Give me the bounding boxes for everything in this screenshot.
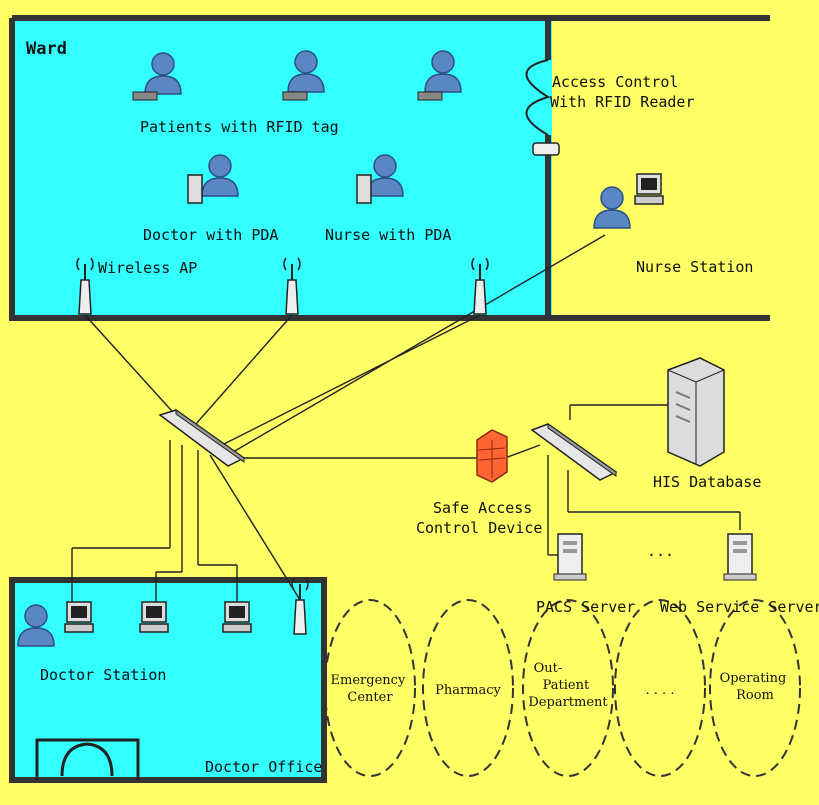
web-service-server-label: Web Service Server [660,598,819,616]
pacs-server-label: PACS Server [536,598,635,616]
patients-label: Patients with RFID tag [140,118,339,136]
rfid-tag-icon [133,92,157,100]
ward-title: Ward [26,39,67,59]
doctor-station-pc-icon [140,602,168,632]
doctor-office-title: Doctor Office [205,758,322,776]
pacs-server-icon [554,534,586,580]
department-pharmacy-label: Pharmacy [435,683,501,698]
pda-icon [188,175,202,203]
firewall-icon [477,430,507,482]
doctor-label: Doctor with PDA [143,226,278,244]
nurse-label: Nurse with PDA [325,226,451,244]
access-control-label-line2: With RFID Reader [550,93,695,111]
ward-room [12,18,552,318]
rfid-tag-icon [418,92,442,100]
doctor-station-pc-icon [223,602,251,632]
rfid-reader-icon [533,143,559,155]
pda-icon [357,175,371,203]
his-database-label: HIS Database [653,473,761,491]
doctor-station-label: Doctor Station [40,666,166,684]
department-other-label: . . . . [646,683,675,698]
servers-ellipsis: ... [647,542,674,560]
access-control-label-line1: Access Control [552,73,678,91]
safe-access-label-line1: Safe Access [433,499,532,517]
his-database-icon [668,358,724,466]
rfid-tag-icon [283,92,307,100]
web-service-server-icon [724,534,756,580]
safe-access-label-line2: Control Device [416,519,542,537]
wireless-ap-label: Wireless AP [98,259,197,277]
nurse-station-pc-icon [635,174,663,204]
nurse-station-label: Nurse Station [636,258,753,276]
doctor-station-pc-icon [65,602,93,632]
